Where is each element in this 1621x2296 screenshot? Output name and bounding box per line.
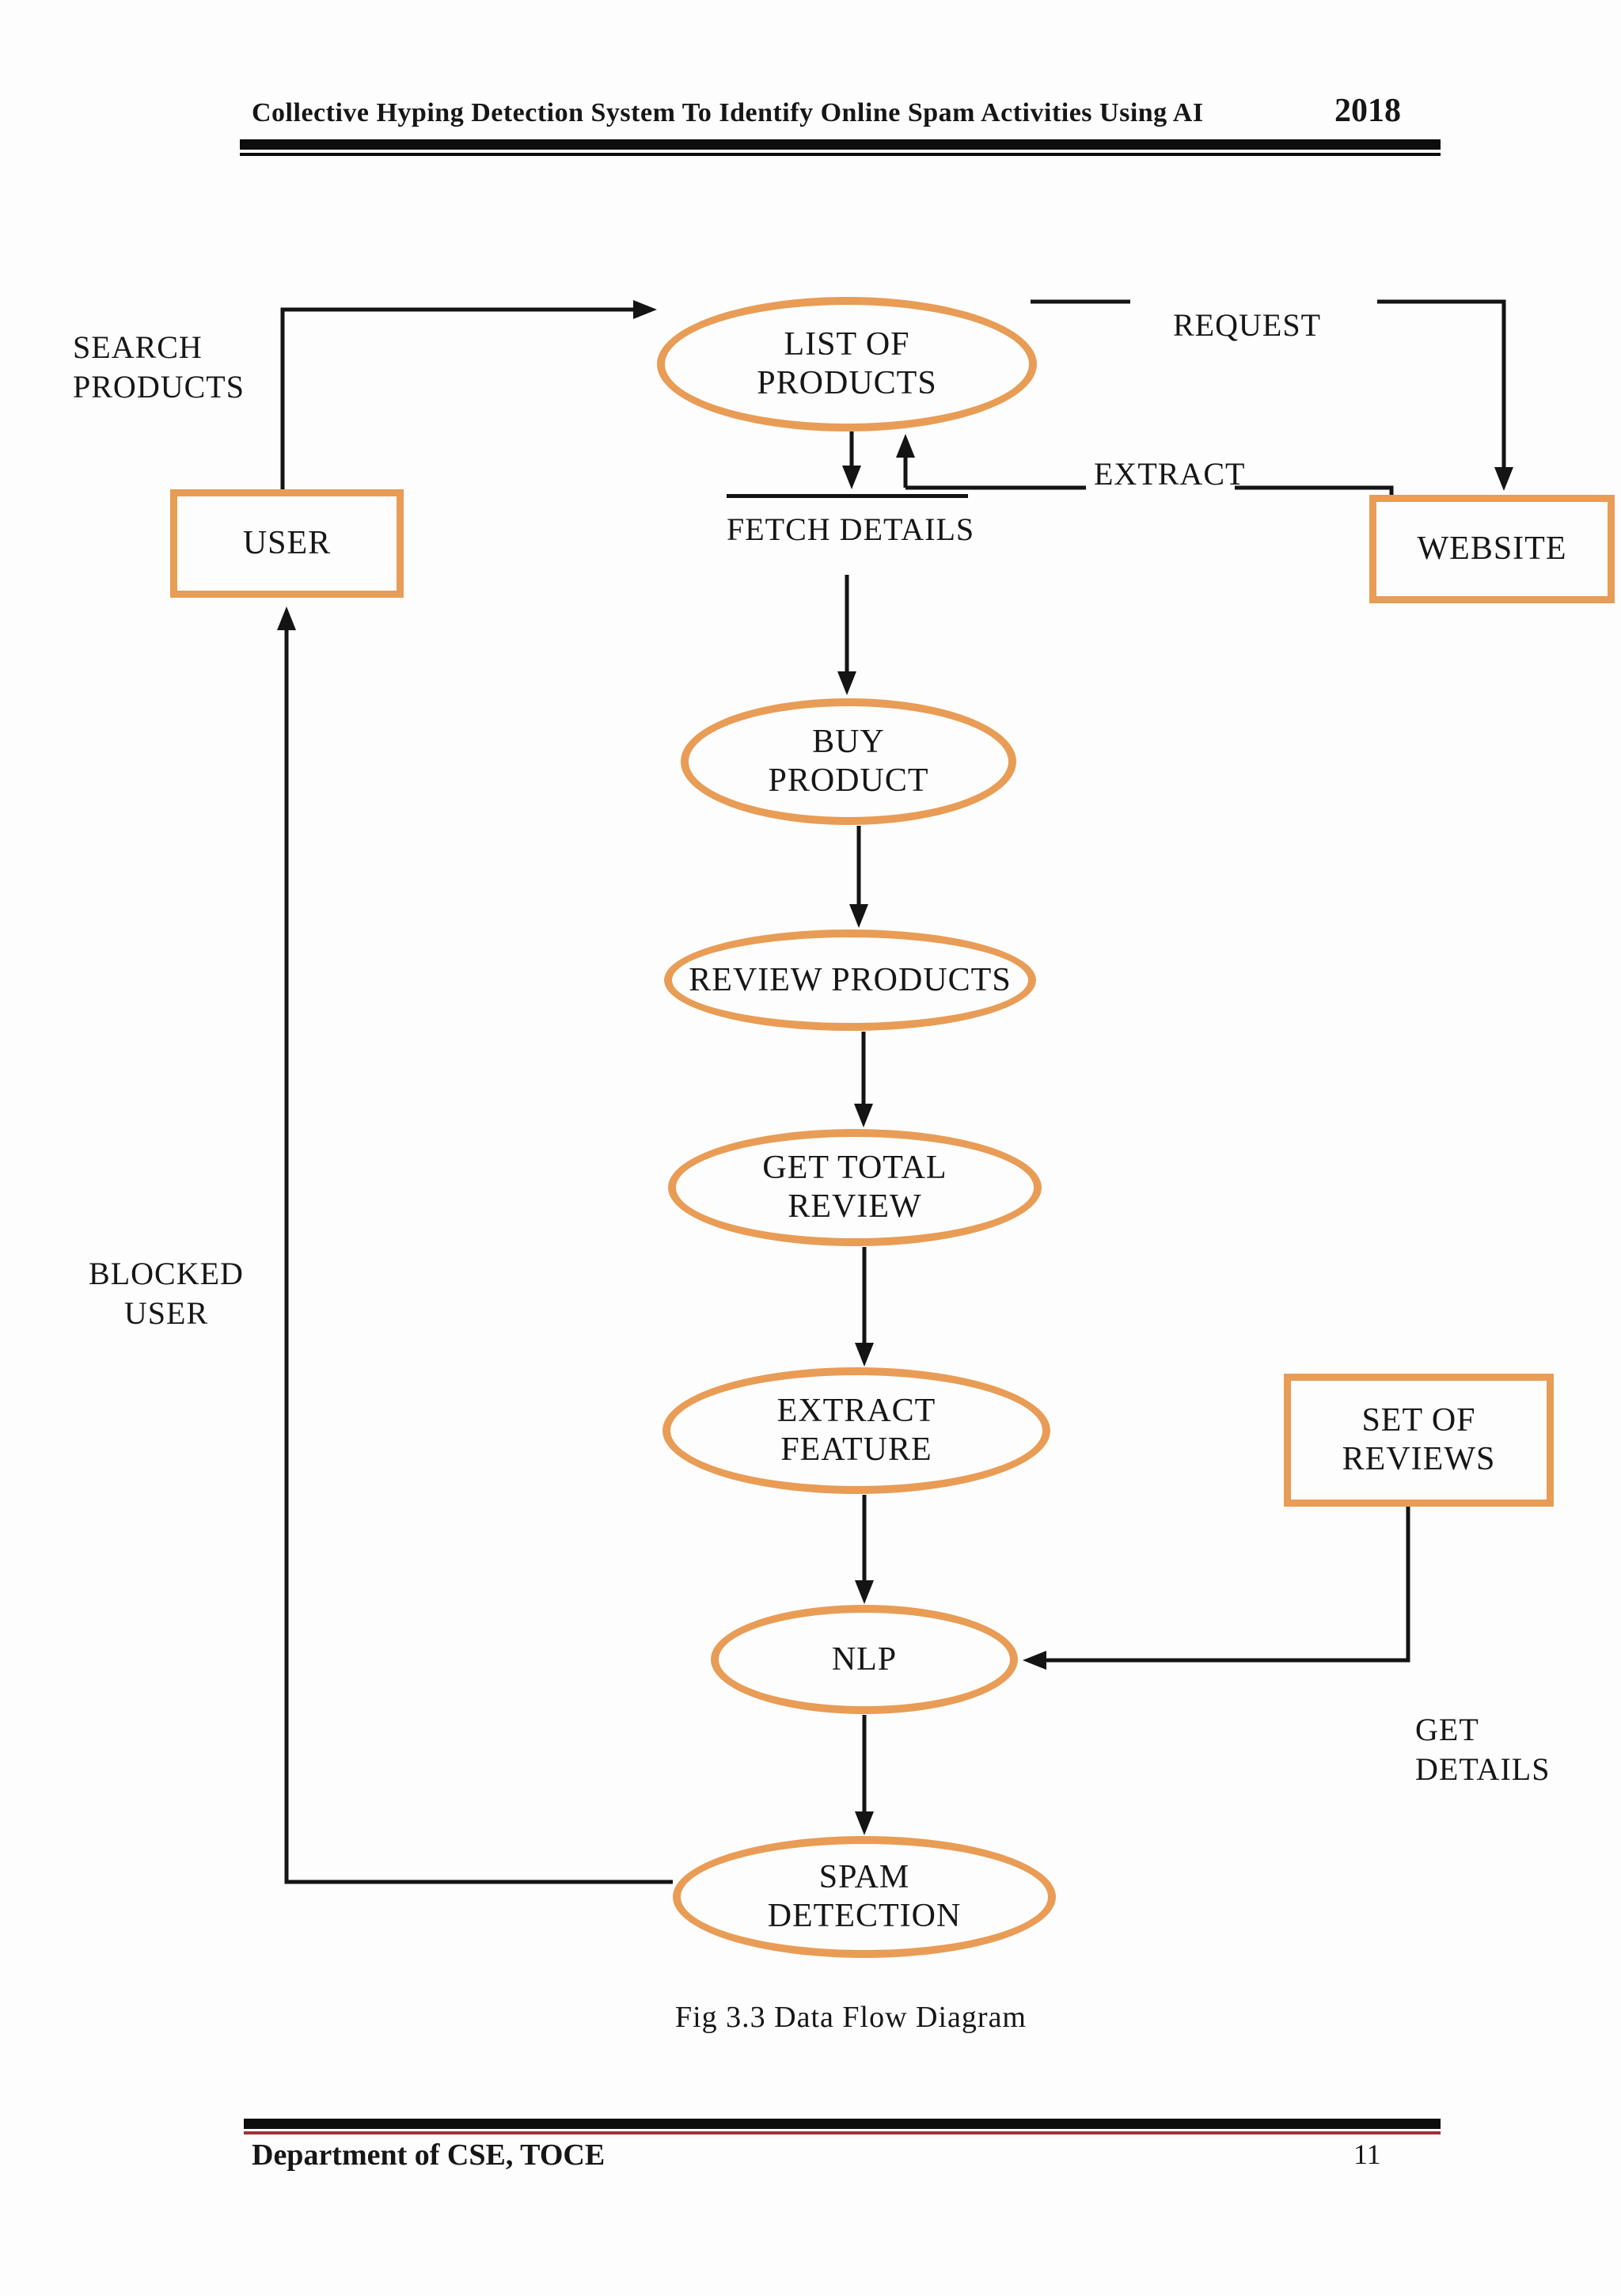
label-get-details: GET DETAILS (1415, 1710, 1550, 1789)
label-extract: EXTRACT (1094, 456, 1246, 492)
edge-list-of-products-to-fetch-details (842, 431, 861, 489)
header-rule-thin (240, 153, 1441, 156)
process-extract-feature-line2: FEATURE (780, 1431, 932, 1468)
edge-fetch-details-to-list-of-products (896, 434, 1086, 490)
process-get-total-review: GET TOTAL REVIEW (668, 1129, 1042, 1246)
edge-review-products-to-get-total-review (854, 1032, 873, 1127)
entity-website-label: WEBSITE (1417, 530, 1567, 567)
footer-department: Department of CSE, TOCE (252, 2138, 606, 2172)
edge-request-to-website (1031, 299, 1513, 491)
process-review-products-line1: REVIEW PRODUCTS (689, 961, 1012, 998)
process-get-total-review-line1: GET TOTAL (762, 1150, 947, 1186)
process-buy-product-line1: BUY (812, 724, 885, 760)
page-header-title: Collective Hyping Detection System To Id… (252, 98, 1204, 127)
edge-user-to-list-of-products (280, 300, 657, 489)
entity-website: WEBSITE (1369, 495, 1615, 603)
entity-user: USER (170, 489, 404, 598)
edge-spam-detection-to-user-blocked (277, 606, 673, 1884)
entity-user-label: USER (242, 525, 332, 561)
edge-nlp-to-spam-detection (855, 1715, 874, 1835)
label-get-details-line1: GET (1415, 1712, 1479, 1747)
process-list-of-products-line2: PRODUCTS (757, 365, 937, 401)
edge-fetch-details-to-buy-product (837, 575, 856, 695)
entity-set-of-reviews: SET OF REVIEWS (1284, 1374, 1554, 1507)
label-search-products: SEARCH PRODUCTS (73, 328, 245, 407)
entity-set-of-reviews-line2: REVIEWS (1342, 1441, 1496, 1477)
page-header-year: 2018 (1334, 93, 1401, 129)
process-extract-feature: EXTRACT FEATURE (662, 1367, 1050, 1494)
label-request: REQUEST (1173, 307, 1321, 343)
edge-get-total-review-to-extract-feature (855, 1247, 874, 1367)
label-search-products-line2: PRODUCTS (73, 369, 245, 405)
process-buy-product: BUY PRODUCT (681, 698, 1016, 825)
process-buy-product-line2: PRODUCT (768, 762, 929, 799)
label-blocked-user: BLOCKED USER (87, 1254, 245, 1333)
process-spam-detection-line2: DETECTION (767, 1898, 962, 1934)
label-blocked-user-line2: USER (123, 1295, 209, 1331)
label-blocked-user-line1: BLOCKED (89, 1256, 244, 1291)
process-spam-detection: SPAM DETECTION (673, 1836, 1056, 1958)
label-get-details-line2: DETAILS (1415, 1751, 1551, 1787)
process-get-total-review-line2: REVIEW (788, 1188, 922, 1225)
process-list-of-products: LIST OF PRODUCTS (657, 297, 1037, 431)
label-search-products-line1: SEARCH (73, 329, 203, 365)
process-nlp-line1: NLP (831, 1640, 898, 1678)
process-spam-detection-line1: SPAM (818, 1859, 910, 1895)
process-nlp: NLP (711, 1605, 1018, 1714)
footer-page-number: 11 (1353, 2138, 1381, 2170)
edge-set-of-reviews-to-nlp (1023, 1507, 1410, 1670)
label-fetch-details: FETCH DETAILS (727, 511, 975, 547)
edge-extract-feature-to-nlp (855, 1495, 874, 1604)
figure-caption: Fig 3.3 Data Flow Diagram (674, 2001, 1027, 2034)
process-extract-feature-line1: EXTRACT (776, 1393, 936, 1429)
process-review-products: REVIEW PRODUCTS (664, 929, 1036, 1031)
footer-rule-red (244, 2131, 1441, 2134)
process-list-of-products-line1: LIST OF (784, 326, 910, 363)
fetch-details-overline (727, 494, 968, 498)
header-rule-thick (240, 139, 1441, 150)
footer-rule-thick (244, 2119, 1441, 2129)
edge-buy-product-to-review-products (849, 826, 868, 928)
entity-set-of-reviews-line1: SET OF (1361, 1402, 1476, 1439)
